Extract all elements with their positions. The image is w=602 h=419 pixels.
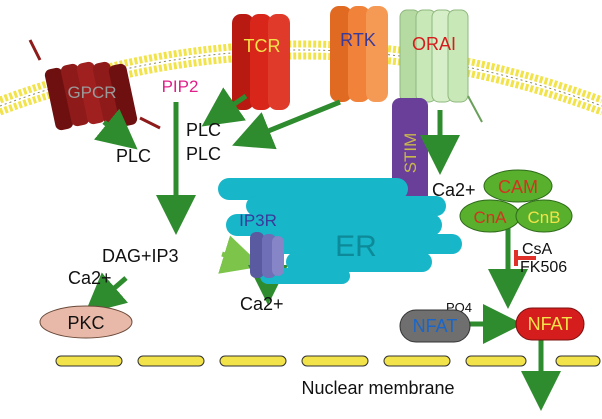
- csa-label: CsA: [522, 241, 553, 258]
- tcr-receptor[interactable]: TCR: [232, 14, 290, 110]
- cam-protein[interactable]: CAM: [483, 169, 553, 203]
- ca-left-label: Ca2+: [68, 268, 112, 288]
- pkc-label: PKC: [67, 313, 104, 333]
- calcineurin-complex[interactable]: CnA CnB: [459, 199, 573, 233]
- cna-label: CnA: [473, 208, 507, 227]
- dag-ip3-label: DAG+IP3: [102, 246, 179, 266]
- plc-label-rtk-left: PLC: [186, 144, 221, 164]
- orai-label: ORAI: [412, 34, 456, 54]
- pkc-protein[interactable]: PKC: [39, 305, 133, 339]
- tcr-label: TCR: [244, 36, 281, 56]
- stim-label: STIM: [401, 133, 420, 174]
- nuclear-membrane: Nuclear membrane: [55, 355, 601, 398]
- rtk-receptor[interactable]: RTK: [330, 6, 388, 102]
- nfat-nuc-label: NFAT: [528, 314, 573, 334]
- ip3r-label: IP3R: [239, 211, 277, 230]
- plc-label-tcr: PLC: [186, 120, 221, 140]
- nfat-cytoplasmic[interactable]: NFAT: [399, 309, 471, 343]
- plasma-membrane: [0, 40, 602, 116]
- ca-ip3r-label: Ca2+: [240, 294, 284, 314]
- nfat-cyto-label: NFAT: [413, 316, 458, 336]
- nfat-nuclear[interactable]: NFAT: [515, 307, 585, 341]
- pip2-label: PIP2: [162, 77, 199, 96]
- plc-label-gpcr: PLC: [116, 146, 151, 166]
- nuclear-membrane-label: Nuclear membrane: [301, 378, 454, 398]
- ca-cam-label: Ca2+: [432, 180, 476, 200]
- gpcr-label: GPCR: [67, 83, 116, 102]
- er-label: ER: [335, 230, 377, 263]
- rtk-label: RTK: [340, 30, 376, 50]
- gpcr-receptor[interactable]: GPCR: [28, 39, 161, 131]
- orai-channel[interactable]: ORAI: [399, 9, 483, 123]
- ip3r-channel[interactable]: IP3R: [239, 211, 284, 278]
- endoplasmic-reticulum: ER: [218, 178, 462, 284]
- cnb-label: CnB: [527, 208, 560, 227]
- fk506-label: FK506: [520, 259, 567, 276]
- cam-label: CAM: [498, 177, 538, 197]
- inhibitors: CsA FK506: [514, 241, 567, 276]
